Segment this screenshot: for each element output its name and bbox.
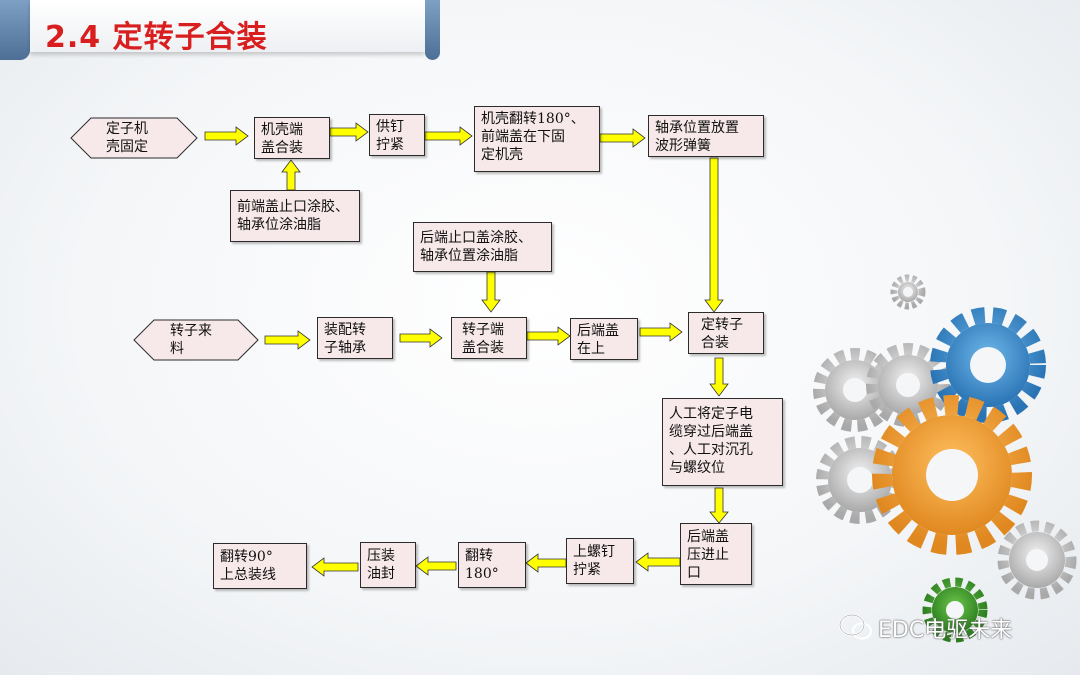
gear-orange <box>872 395 1032 555</box>
node-flip90: 翻转90° 上总装线 <box>213 543 307 589</box>
arrow-1 <box>204 126 249 146</box>
node-flip180b: 翻转 180° <box>458 542 526 588</box>
arrow-11 <box>635 552 681 572</box>
node-flip180: 机壳翻转180°、 前端盖在下固 定机壳 <box>474 106 600 172</box>
arrow-down-9 <box>709 357 729 397</box>
arrow-3 <box>424 126 473 146</box>
node-front-glue: 前端盖止口涂胶、 轴承位涂油脂 <box>230 190 360 242</box>
arrow-2 <box>329 122 369 142</box>
arrow-down-long <box>704 157 724 313</box>
arrow-12 <box>525 553 567 573</box>
gear-gray-mid <box>866 343 950 427</box>
gear-gray-right <box>997 520 1077 600</box>
node-stator-fixed-label: 定子机 壳固定 <box>106 121 148 155</box>
node-stator-fixed: 定子机 壳固定 <box>69 117 199 159</box>
title-banner: 2.4 定转子合装 <box>0 0 440 62</box>
banner-right-bar <box>425 0 440 60</box>
node-rear-glue: 后端止口盖涂胶、 轴承位置涂油脂 <box>413 222 552 272</box>
gear-blue <box>930 307 1046 423</box>
gears-illustration <box>813 274 1077 643</box>
node-stator-rotor: 定转子 合装 <box>688 312 764 354</box>
node-rotor-feed-label: 转子来 料 <box>170 323 212 357</box>
arrow-14 <box>311 557 359 577</box>
arrow-13 <box>415 556 457 576</box>
gear-green <box>922 577 988 643</box>
node-rear-press: 后端盖 压进止 口 <box>680 523 752 585</box>
node-rear-up: 后端盖 在上 <box>570 318 638 360</box>
node-upper-screw: 上螺钉 拧紧 <box>566 538 634 584</box>
watermark-text: EDC电驱未来 <box>878 618 1013 643</box>
arrow-8 <box>639 322 683 342</box>
node-rotor-endcap: 转子端 盖合装 <box>451 317 527 359</box>
node-housing-endcap: 机壳端 盖合装 <box>254 117 330 159</box>
node-screw-tighten: 供钉 拧紧 <box>369 114 425 156</box>
node-bearing-spring: 轴承位置放置 波形弹簧 <box>648 115 764 157</box>
node-rotor-bearing: 装配转 子轴承 <box>317 317 393 359</box>
node-press-seal: 压装 油封 <box>360 542 416 588</box>
arrow-up-front-glue <box>281 159 301 191</box>
arrow-4 <box>599 128 646 148</box>
banner-left-bar <box>0 0 30 60</box>
arrow-down-10 <box>709 487 729 524</box>
page-title: 2.4 定转子合装 <box>45 20 268 55</box>
arrow-7 <box>526 326 571 346</box>
wechat-icon <box>839 614 872 640</box>
arrow-5 <box>264 330 311 350</box>
node-cable: 人工将定子电 缆穿过后端盖 、人工对沉孔 与螺纹位 <box>662 398 783 486</box>
arrow-6 <box>399 328 443 348</box>
arrow-down-rear-glue <box>481 271 501 313</box>
gear-small-top <box>890 274 926 310</box>
node-rotor-feed: 转子来 料 <box>132 319 260 361</box>
banner-strip <box>30 0 425 52</box>
